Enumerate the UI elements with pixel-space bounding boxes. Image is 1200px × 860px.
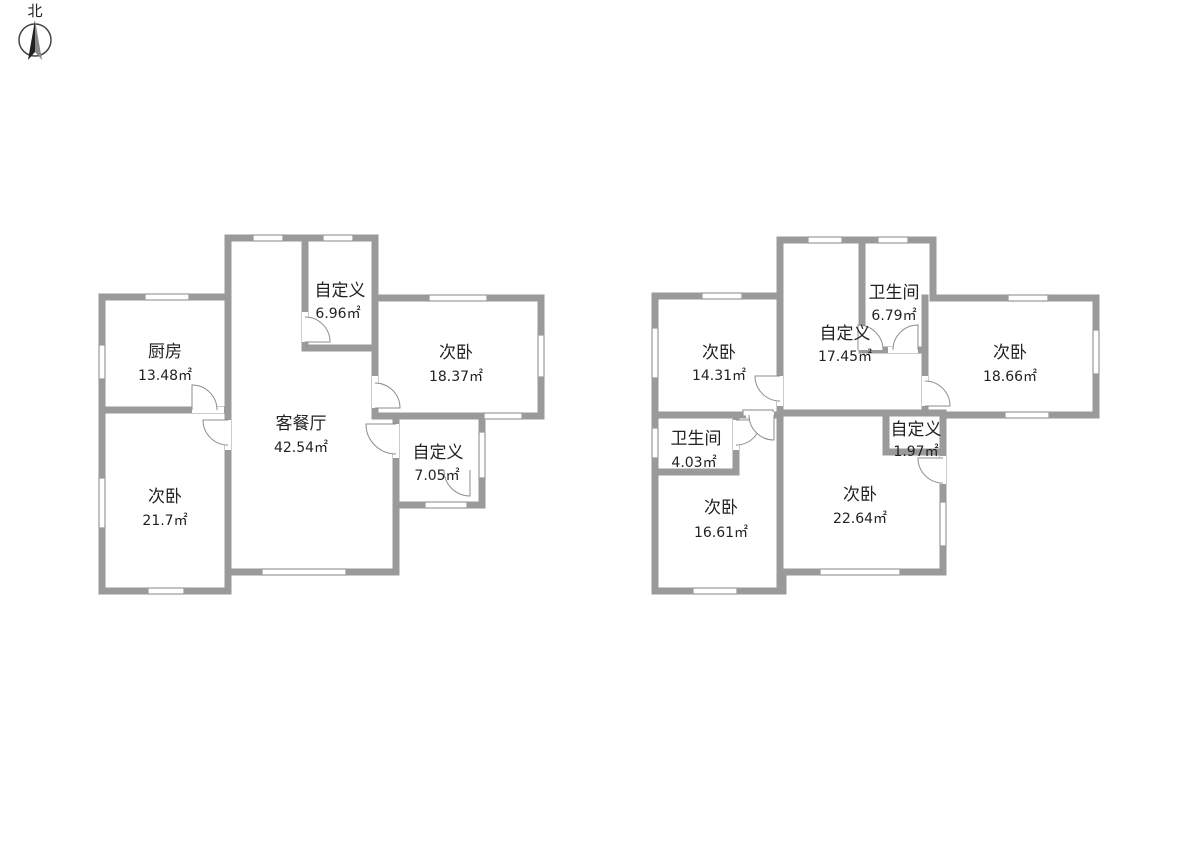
- door-storage197: [917, 456, 946, 484]
- window: [424, 501, 468, 509]
- room-name-bedroom-right: 次卧: [439, 343, 473, 363]
- left-wall-storage1: [301, 234, 379, 352]
- window: [1004, 411, 1050, 419]
- room-area-bedroom-b: 18.66㎡: [983, 369, 1037, 385]
- window: [877, 236, 909, 244]
- door-bath679: [888, 324, 919, 353]
- left-room-labels: 厨房 13.48㎡ 次卧 21.7㎡ 客餐厅 42.54㎡ 自定义 6.96㎡ …: [138, 281, 483, 529]
- compass-needle-light: [35, 20, 42, 60]
- window: [651, 427, 659, 459]
- door-kitchen: [191, 384, 224, 413]
- door-bedroom-left: [202, 419, 231, 450]
- door-custom1745: [857, 324, 884, 351]
- window: [322, 234, 354, 242]
- window: [692, 587, 738, 595]
- room-name-living-dining: 客餐厅: [276, 414, 327, 434]
- door-storage2-inner: [443, 469, 471, 497]
- room-name-bedroom-c: 次卧: [704, 498, 738, 518]
- room-name-bath-b: 卫生间: [671, 429, 722, 449]
- room-name-custom-b: 自定义: [413, 443, 464, 463]
- room-name-kitchen: 厨房: [148, 342, 182, 362]
- room-area-bath-a: 6.79㎡: [871, 308, 916, 324]
- window: [98, 477, 106, 529]
- window: [261, 568, 347, 576]
- window: [147, 587, 185, 595]
- window: [98, 344, 106, 380]
- room-name-bedroom-d: 次卧: [843, 485, 877, 505]
- room-area-kitchen: 13.48㎡: [138, 368, 192, 384]
- room-area-bedroom-a: 14.31㎡: [692, 368, 746, 384]
- window: [537, 334, 545, 378]
- door-bedroom1866: [922, 376, 951, 407]
- room-name-bedroom-left: 次卧: [148, 487, 182, 507]
- window: [428, 294, 488, 302]
- right-windows: [651, 236, 1100, 595]
- room-area-custom-a: 6.96㎡: [315, 306, 360, 322]
- room-area-bath-b: 4.03㎡: [671, 455, 716, 471]
- window: [819, 568, 901, 576]
- window: [807, 236, 843, 244]
- door-storage2: [365, 423, 399, 458]
- left-windows: [98, 234, 545, 595]
- compass-label: 北: [27, 2, 42, 20]
- room-name-bedroom-b: 次卧: [993, 343, 1027, 363]
- window: [483, 412, 523, 420]
- left-doors: [191, 312, 471, 497]
- door-storage1: [302, 312, 331, 343]
- window: [701, 292, 743, 300]
- room-name-custom-a: 自定义: [315, 281, 366, 301]
- right-room-labels: 次卧 14.31㎡ 自定义 17.45㎡ 卫生间 6.79㎡ 次卧 18.66㎡…: [671, 283, 1038, 541]
- room-area-custom-c: 17.45㎡: [818, 349, 872, 365]
- room-area-bedroom-right: 18.37㎡: [429, 369, 483, 385]
- compass-needle-dark: [28, 20, 35, 60]
- window: [939, 501, 947, 547]
- room-area-bedroom-d: 22.64㎡: [833, 511, 887, 527]
- window: [252, 234, 284, 242]
- room-area-bedroom-left: 21.7㎡: [142, 513, 187, 529]
- room-area-custom-b: 7.05㎡: [414, 468, 459, 484]
- door-bedroom1414: [754, 375, 783, 406]
- room-name-bedroom-a: 次卧: [702, 343, 736, 363]
- window: [1092, 329, 1100, 375]
- room-area-custom-d: 1.97㎡: [893, 444, 938, 460]
- right-wall-storage-small: [882, 409, 947, 456]
- north-compass: 北: [18, 2, 52, 60]
- window: [1007, 294, 1049, 302]
- room-area-bedroom-c: 16.61㎡: [694, 525, 748, 541]
- door-bedroom-right: [372, 376, 401, 409]
- room-name-bath-a: 卫生间: [869, 283, 920, 303]
- door-bedroom1661: [746, 412, 775, 441]
- room-name-custom-d: 自定义: [891, 420, 942, 440]
- window: [144, 293, 190, 301]
- room-name-custom-c: 自定义: [820, 324, 871, 344]
- window: [651, 327, 659, 379]
- room-area-living-dining: 42.54㎡: [274, 440, 328, 456]
- window: [478, 431, 486, 479]
- right-doors: [733, 324, 951, 484]
